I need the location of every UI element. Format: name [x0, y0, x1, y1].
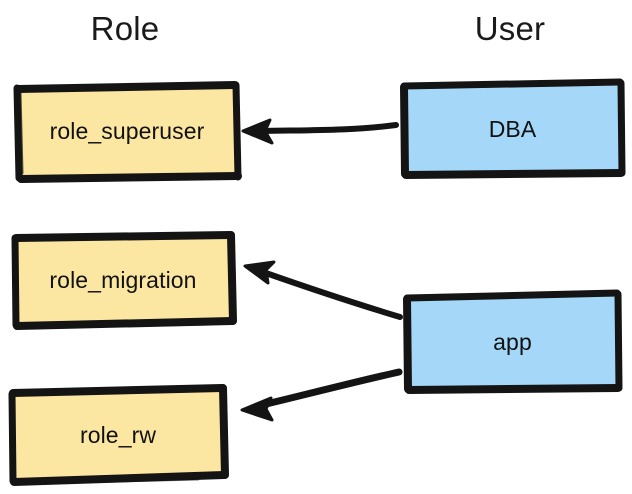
node-label-role-superuser: role_superuser [49, 117, 205, 144]
node-role-rw[interactable]: role_rw [8, 384, 229, 486]
arrowhead-icon [240, 396, 274, 422]
node-role-superuser[interactable]: role_superuser [13, 81, 242, 183]
node-label-dba: DBA [488, 115, 537, 142]
edge-app-to-role-migration [243, 260, 403, 320]
node-app[interactable]: app [403, 289, 623, 395]
edge-dba-to-role-superuser [241, 118, 399, 145]
node-shape-role-rw [8, 384, 229, 486]
node-role-migration[interactable]: role_migration [11, 231, 237, 330]
arrowhead-icon [243, 260, 276, 285]
node-shape-role-migration [11, 231, 237, 330]
arrowhead-icon [241, 118, 274, 145]
edge-app-to-role-rw [240, 368, 403, 422]
node-dba[interactable]: DBA [400, 78, 626, 179]
node-label-role-rw: role_rw [79, 422, 157, 448]
node-shape-dba [400, 78, 626, 179]
node-shape-role-superuser [13, 81, 242, 183]
column-header-role: Role [90, 10, 160, 47]
column-header-user: User [474, 10, 546, 47]
node-shape-app [403, 289, 623, 394]
node-label-app: app [493, 328, 532, 355]
node-label-role-migration: role_migration [49, 267, 197, 293]
